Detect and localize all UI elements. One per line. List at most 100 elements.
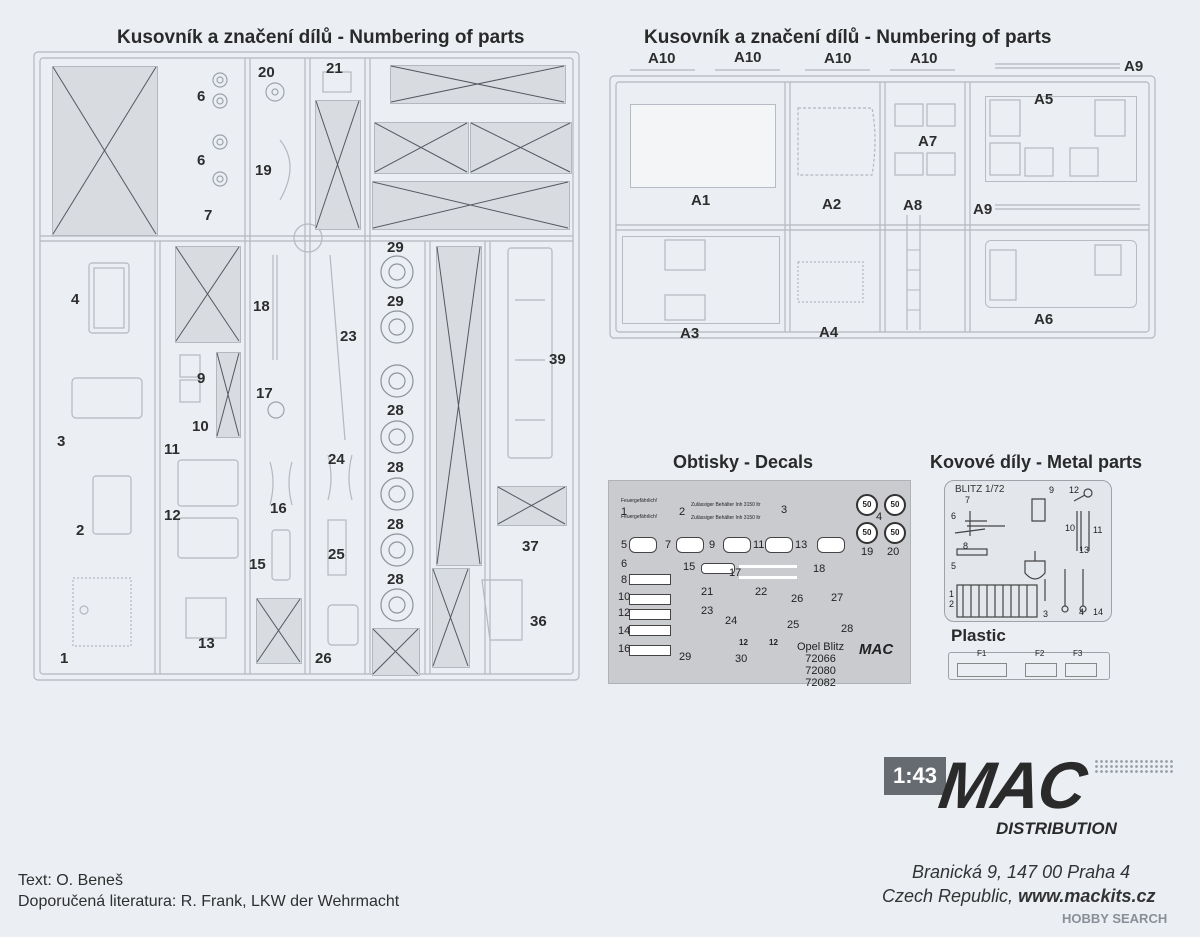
right-sprue-outline (609, 63, 1156, 339)
decal-number: 13 (795, 539, 808, 551)
part-label: 11 (164, 441, 180, 458)
plate-decal (676, 537, 704, 553)
website-link[interactable]: www.mackits.cz (1018, 886, 1156, 906)
mac-logo: 1:43 MAC DISTRIBUTION (884, 748, 1174, 847)
plate-decal (629, 625, 671, 636)
metal-number: 7 (965, 495, 971, 505)
decal-number: 23 (701, 605, 714, 617)
part-label: 23 (340, 328, 357, 345)
decal-number: 5 (621, 539, 628, 551)
part-label: 13 (198, 635, 215, 652)
plate-decal (701, 563, 735, 574)
part-label: A10 (910, 50, 938, 67)
plate-decal (629, 609, 671, 620)
decal-text: 12 (769, 638, 778, 647)
decal-number: 2 (679, 506, 686, 518)
plate-decal (629, 537, 657, 553)
decal-caption-line: 72066 (805, 653, 836, 665)
part-label: 29 (387, 293, 404, 310)
metal-number: 14 (1093, 607, 1104, 617)
decal-number: 17 (729, 567, 742, 579)
panel-a6 (985, 240, 1137, 308)
part-label: A9 (1124, 58, 1144, 75)
decal-number: 26 (791, 593, 804, 605)
metal-number: 8 (963, 541, 969, 551)
decal-speed-sign: 50 (856, 522, 878, 544)
part-label: 15 (249, 556, 266, 573)
decal-number: 24 (725, 615, 738, 627)
stripe-decal (739, 565, 797, 568)
decals-heading: Obtisky - Decals (673, 452, 814, 472)
decal-text: Zulässiger Behälter Inh 3150 ltr (691, 502, 761, 508)
metal-number: 13 (1079, 545, 1090, 555)
part-label: 28 (387, 571, 404, 588)
decal-number: 21 (701, 586, 714, 598)
part-label: A10 (824, 50, 852, 67)
decal-number: 29 (679, 651, 692, 663)
plate-decal (629, 574, 671, 585)
part-label: A8 (903, 197, 923, 214)
right-sprue-heading: Kusovník a značení dílů - Numbering of p… (644, 27, 1052, 48)
part-label: A3 (680, 325, 700, 342)
decal-number: 16 (618, 643, 631, 655)
decal-number: 10 (618, 591, 631, 603)
metal-number: 11 (1093, 525, 1103, 535)
part-label: 24 (328, 451, 345, 468)
plate-decal (629, 645, 671, 656)
part-label: A9 (973, 201, 993, 218)
part-label: 3 (57, 433, 66, 450)
plate-decal (723, 537, 751, 553)
part-label: A5 (1034, 91, 1054, 108)
plate-decal (817, 537, 845, 553)
decal-caption: Opel Blitz 72066 72080 72082 (797, 641, 844, 689)
part-label: 12 (164, 507, 181, 524)
panel-a3 (622, 236, 780, 324)
decal-number: 22 (755, 586, 768, 598)
decal-number: 25 (787, 619, 800, 631)
metal-number: 2 (949, 599, 955, 609)
decal-number: 18 (813, 563, 826, 575)
right-sprue: A10 A10 A10 A10 A9 A5 A7 A1 A2 A8 A9 A3 … (600, 0, 1200, 360)
panel-a5 (985, 96, 1137, 182)
decal-number: 3 (781, 504, 788, 516)
metal-number: 12 (1069, 485, 1080, 495)
part-label: 16 (270, 500, 287, 517)
part-label: A1 (691, 192, 711, 209)
stripe-decal (739, 576, 797, 579)
address-line-2: Czech Republic, www.mackits.cz (882, 886, 1155, 907)
plate-decal (629, 594, 671, 605)
decal-number: 19 (861, 546, 874, 558)
part-label: 19 (255, 162, 272, 179)
left-sprue-heading: Kusovník a značení dílů - Numbering of p… (117, 27, 525, 48)
decal-text: 12 (739, 638, 748, 647)
part-label: 37 (522, 538, 539, 555)
decal-text: Feuergefährlich! (621, 498, 658, 504)
decal-number: 12 (618, 607, 631, 619)
metal-number: 6 (951, 511, 957, 521)
part-label: 20 (258, 64, 275, 81)
part-label: 28 (387, 516, 404, 533)
part-label: 6 (197, 152, 206, 169)
decal-number: 6 (621, 558, 628, 570)
plastic-heading: Plastic (951, 626, 1006, 645)
plastic-part-f3 (1065, 663, 1097, 677)
plastic-label: F2 (1035, 649, 1045, 658)
metal-number: 5 (951, 561, 957, 571)
part-label: 28 (387, 402, 404, 419)
metal-sheet-label: BLITZ 1/72 (955, 484, 1005, 495)
part-label: A10 (734, 49, 762, 66)
part-label: 25 (328, 546, 345, 563)
decal-number: 9 (709, 539, 716, 551)
decal-number: 4 (876, 511, 883, 523)
metal-number: 9 (1049, 485, 1055, 495)
part-label: 1 (60, 650, 69, 667)
left-sprue-outline (33, 51, 580, 681)
plastic-label: F3 (1073, 649, 1083, 658)
address-country: Czech Republic, (882, 886, 1014, 906)
decal-speed-sign: 50 (884, 522, 906, 544)
part-label: A7 (918, 133, 938, 150)
plastic-part-f1 (957, 663, 1007, 677)
plastic-sprue: F1 F2 F3 (948, 649, 1110, 680)
decal-text: Zulässiger Behälter Inh 3150 ltr (691, 515, 761, 521)
part-label: A4 (819, 324, 839, 341)
